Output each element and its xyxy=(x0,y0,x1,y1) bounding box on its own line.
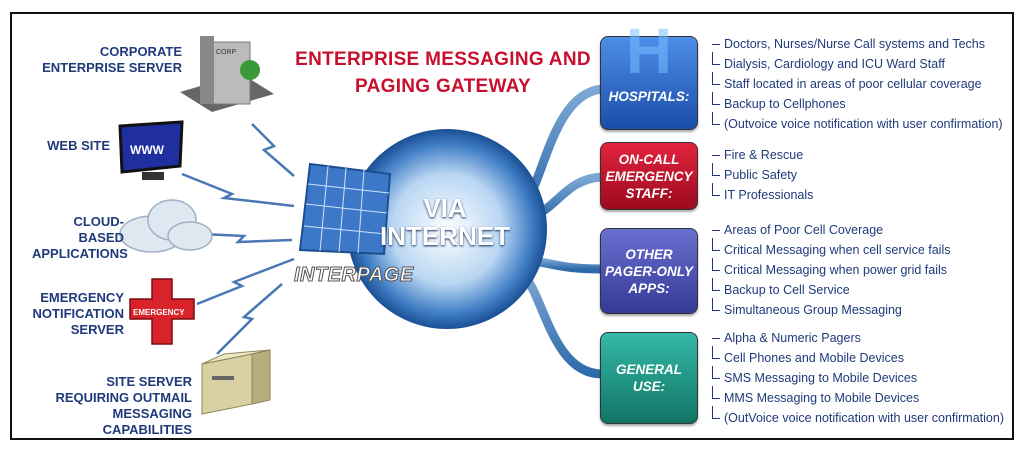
building-icon: CORP xyxy=(180,36,274,112)
title-line2: PAGING GATEWAY xyxy=(355,76,531,97)
group-hospitals: H HOSPITALS: xyxy=(600,15,698,130)
list-item: (Outvoice voice notification with user c… xyxy=(712,112,1003,134)
source-line: REQUIRING OUTMAIL xyxy=(55,390,193,405)
list-item: (OutVoice voice notification with user c… xyxy=(712,406,1004,428)
group-label: PAGER-ONLY xyxy=(604,263,693,279)
server-icon xyxy=(201,349,271,415)
source-emergency: EMERGENCY NOTIFICATION SERVER xyxy=(32,290,124,338)
list-item: Dialysis, Cardiology and ICU Ward Staff xyxy=(712,52,1003,74)
group-other: OTHER PAGER-ONLY APPS: xyxy=(600,228,698,314)
oncall-list: Fire & Rescue Public Safety IT Professio… xyxy=(712,145,813,205)
list-item: Doctors, Nurses/Nurse Call systems and T… xyxy=(712,34,1003,54)
list-item: Simultaneous Group Messaging xyxy=(712,298,950,320)
group-label: GENERAL xyxy=(615,362,682,377)
group-label: HOSPITALS: xyxy=(608,88,690,104)
hospital-h-icon: H xyxy=(625,15,673,87)
group-label: EMERGENCY xyxy=(605,168,693,184)
internet-globe xyxy=(347,129,547,329)
monitor-icon: WWW xyxy=(118,120,184,180)
emergency-cross-icon: EMERGENCY xyxy=(129,278,195,345)
list-item: Cell Phones and Mobile Devices xyxy=(712,346,1004,368)
diagram-frame: CORP WWW EMERGENCY ENTERPRISE MESSAGIN xyxy=(10,12,1014,440)
source-line: APPLICATIONS xyxy=(32,246,128,261)
source-site: SITE SERVER REQUIRING OUTMAIL MESSAGING … xyxy=(22,374,193,438)
lightning-bolts xyxy=(181,123,295,355)
list-item: Backup to Cellphones xyxy=(712,92,1003,114)
group-label: APPS: xyxy=(628,280,670,296)
source-line: CORPORATE xyxy=(99,44,182,59)
source-website: WEB SITE xyxy=(32,138,110,154)
source-line: WEB SITE xyxy=(47,138,110,153)
list-item: Fire & Rescue xyxy=(712,145,813,165)
list-item: SMS Messaging to Mobile Devices xyxy=(712,366,1004,388)
diagram-graphics: CORP WWW EMERGENCY xyxy=(118,36,607,415)
source-line: EMERGENCY xyxy=(40,290,124,305)
title-line1: ENTERPRISE MESSAGING AND xyxy=(295,49,591,70)
list-item: Staff located in areas of poor cellular … xyxy=(712,72,1003,94)
list-item: Public Safety xyxy=(712,163,813,185)
www-label: WWW xyxy=(130,143,165,157)
cloud-icon xyxy=(119,199,213,253)
list-item: IT Professionals xyxy=(712,183,813,205)
corp-sign: CORP xyxy=(216,49,237,56)
source-line: NOTIFICATION xyxy=(32,306,124,321)
page-title: ENTERPRISE MESSAGING AND PAGING GATEWAY xyxy=(278,46,608,100)
group-label: STAFF: xyxy=(625,185,673,201)
source-line: MESSAGING CAPABILITIES xyxy=(102,406,192,437)
group-label: ON-CALL xyxy=(618,151,680,167)
list-item: Areas of Poor Cell Coverage xyxy=(712,220,950,240)
interpage-logo: INTERPAGE xyxy=(294,264,414,287)
source-cloud: CLOUD-BASED APPLICATIONS xyxy=(32,214,128,262)
center-line: VIA xyxy=(423,193,467,223)
hospitals-list: Doctors, Nurses/Nurse Call systems and T… xyxy=(712,34,1003,134)
list-item: Critical Messaging when power grid fails xyxy=(712,258,950,280)
list-item: MMS Messaging to Mobile Devices xyxy=(712,386,1004,408)
center-line: INTERNET xyxy=(380,221,510,251)
list-item: Backup to Cell Service xyxy=(712,278,950,300)
group-general: GENERAL USE: xyxy=(600,332,698,424)
source-line: SITE SERVER xyxy=(106,374,192,389)
gateway-panel-icon xyxy=(298,162,392,256)
source-corporate: CORPORATE ENTERPRISE SERVER xyxy=(32,44,182,76)
group-label: USE: xyxy=(632,379,666,394)
source-line: SERVER xyxy=(70,322,124,337)
group-label: OTHER xyxy=(625,246,673,262)
general-list: Alpha & Numeric Pagers Cell Phones and M… xyxy=(712,328,1004,428)
list-item: Alpha & Numeric Pagers xyxy=(712,328,1004,348)
list-item: Critical Messaging when cell service fai… xyxy=(712,238,950,260)
source-line: CLOUD-BASED xyxy=(73,214,124,245)
group-oncall: ON-CALL EMERGENCY STAFF: xyxy=(600,142,698,210)
source-line: ENTERPRISE SERVER xyxy=(42,60,182,75)
other-list: Areas of Poor Cell Coverage Critical Mes… xyxy=(712,220,950,320)
internet-label: VIA INTERNET xyxy=(370,194,520,250)
emergency-sign: EMERGENCY xyxy=(133,308,185,317)
